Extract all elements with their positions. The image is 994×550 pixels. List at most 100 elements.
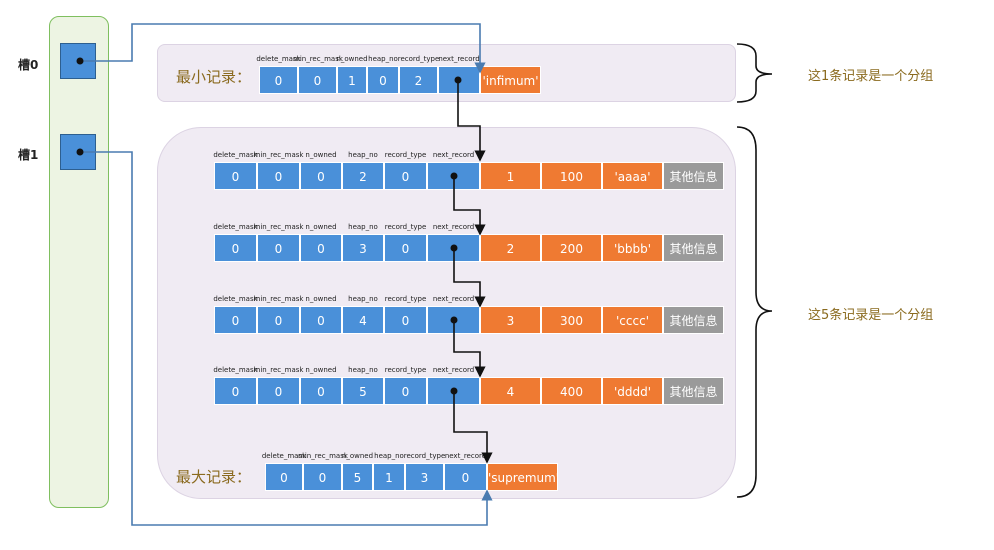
- field-header-record-type: record_type: [384, 223, 427, 231]
- record-id-cell: 3: [480, 306, 541, 334]
- delete-mask-cell: 0: [259, 66, 298, 94]
- record-id-cell: 4: [480, 377, 541, 405]
- group-2-brace: [736, 126, 773, 498]
- group-2-label: 这5条记录是一个分组: [808, 308, 934, 323]
- n-owned-cell: 5: [342, 463, 373, 491]
- record-type-cell: 0: [384, 306, 427, 334]
- record-other-info-cell: 其他信息: [663, 162, 724, 190]
- record-value-cell: 200: [541, 234, 602, 262]
- heap-no-cell: 1: [373, 463, 405, 491]
- field-header-n-owned: n_owned: [305, 366, 337, 374]
- field-header-n-owned: n_owned: [305, 223, 337, 231]
- page-directory: [49, 16, 109, 508]
- delete-mask-cell: 0: [265, 463, 303, 491]
- record-string-cell: 'dddd': [602, 377, 663, 405]
- heap-no-cell: 4: [342, 306, 384, 334]
- min-rec-mask-cell: 0: [257, 377, 300, 405]
- field-header-n-owned: n_owned: [305, 295, 337, 303]
- delete-mask-cell: 0: [214, 377, 257, 405]
- min-rec-mask-cell: 0: [298, 66, 337, 94]
- record-other-info-cell: 其他信息: [663, 306, 724, 334]
- field-header-heap-no: heap_no: [348, 366, 378, 374]
- record-string-cell: 'cccc': [602, 306, 663, 334]
- field-header-n-owned: n_owned: [336, 55, 368, 63]
- n-owned-cell: 0: [300, 306, 342, 334]
- n-owned-cell: 1: [337, 66, 367, 94]
- group-1-brace: [736, 43, 773, 103]
- field-header-n-owned: n_owned: [305, 151, 337, 159]
- record-type-cell: 3: [405, 463, 444, 491]
- field-header-record-type: record_type: [403, 452, 446, 460]
- field-header-next-record: next_record: [432, 295, 475, 303]
- n-owned-cell: 0: [300, 377, 342, 405]
- delete-mask-cell: 0: [214, 162, 257, 190]
- record-string-cell: 'aaaa': [602, 162, 663, 190]
- heap-no-cell: 0: [367, 66, 399, 94]
- field-header-heap-no: heap_no: [348, 295, 378, 303]
- next-record-arrow-0: [457, 80, 486, 162]
- field-header-delete-mask: delete_mask: [213, 295, 258, 303]
- next-record-arrow-4: [453, 391, 493, 464]
- field-header-record-type: record_type: [384, 366, 427, 374]
- field-header-delete-mask: delete_mask: [213, 223, 258, 231]
- record-type-cell: 2: [399, 66, 438, 94]
- record-type-cell: 0: [384, 234, 427, 262]
- field-header-delete-mask: delete_mask: [213, 366, 258, 374]
- next-record-cell: 0: [444, 463, 487, 491]
- min-rec-mask-cell: 0: [257, 306, 300, 334]
- heap-no-cell: 3: [342, 234, 384, 262]
- record-other-info-cell: 其他信息: [663, 377, 724, 405]
- slot-0-pointer: [80, 23, 486, 74]
- next-record-arrow-2: [453, 248, 486, 308]
- field-header-min-rec-mask: min_rec_mask: [298, 452, 348, 460]
- field-header-min-rec-mask: min_rec_mask: [293, 55, 343, 63]
- record-id-cell: 2: [480, 234, 541, 262]
- next-record-arrow-3: [453, 320, 486, 378]
- n-owned-cell: 0: [300, 234, 342, 262]
- slot-0-label: 槽0: [18, 58, 39, 72]
- delete-mask-cell: 0: [214, 234, 257, 262]
- record-type-cell: 0: [384, 377, 427, 405]
- n-owned-cell: 0: [300, 162, 342, 190]
- group-1-label: 这1条记录是一个分组: [808, 69, 934, 84]
- field-header-min-rec-mask: min_rec_mask: [253, 366, 304, 374]
- record-string-cell: 'bbbb': [602, 234, 663, 262]
- field-header-next-record: next_record: [438, 55, 480, 63]
- supremum-cell: 'supremum': [487, 463, 559, 491]
- field-header-delete-mask: delete_mask: [261, 452, 307, 460]
- field-header-record-type: record_type: [384, 151, 427, 159]
- field-header-min-rec-mask: min_rec_mask: [253, 295, 304, 303]
- record-value-cell: 400: [541, 377, 602, 405]
- field-header-n-owned: n_owned: [341, 452, 374, 460]
- slot-1-label: 槽1: [18, 148, 39, 162]
- field-header-next-record: next_record: [432, 366, 475, 374]
- field-header-next-record: next_record: [432, 151, 475, 159]
- record-id-cell: 1: [480, 162, 541, 190]
- field-header-heap-no: heap_no: [374, 452, 404, 460]
- field-header-heap-no: heap_no: [348, 151, 378, 159]
- field-header-next-record: next_record: [432, 223, 475, 231]
- record-type-cell: 0: [384, 162, 427, 190]
- next-record-arrow-1: [453, 176, 486, 236]
- infimum-cell: 'infimum': [480, 66, 541, 94]
- field-header-next-record: next_record: [444, 452, 487, 460]
- min-rec-mask-cell: 0: [257, 234, 300, 262]
- max-record-label: 最大记录：: [176, 468, 252, 486]
- field-header-record-type: record_type: [397, 55, 440, 63]
- record-value-cell: 300: [541, 306, 602, 334]
- field-header-heap-no: heap_no: [368, 55, 398, 63]
- field-header-heap-no: heap_no: [348, 223, 378, 231]
- record-other-info-cell: 其他信息: [663, 234, 724, 262]
- field-header-delete-mask: delete_mask: [213, 151, 258, 159]
- field-header-record-type: record_type: [384, 295, 427, 303]
- delete-mask-cell: 0: [214, 306, 257, 334]
- heap-no-cell: 2: [342, 162, 384, 190]
- min-record-label: 最小记录：: [176, 68, 252, 86]
- field-header-min-rec-mask: min_rec_mask: [253, 223, 304, 231]
- heap-no-cell: 5: [342, 377, 384, 405]
- record-value-cell: 100: [541, 162, 602, 190]
- field-header-delete-mask: delete_mask: [256, 55, 301, 63]
- min-rec-mask-cell: 0: [303, 463, 342, 491]
- slot-1-pointer: [80, 151, 493, 526]
